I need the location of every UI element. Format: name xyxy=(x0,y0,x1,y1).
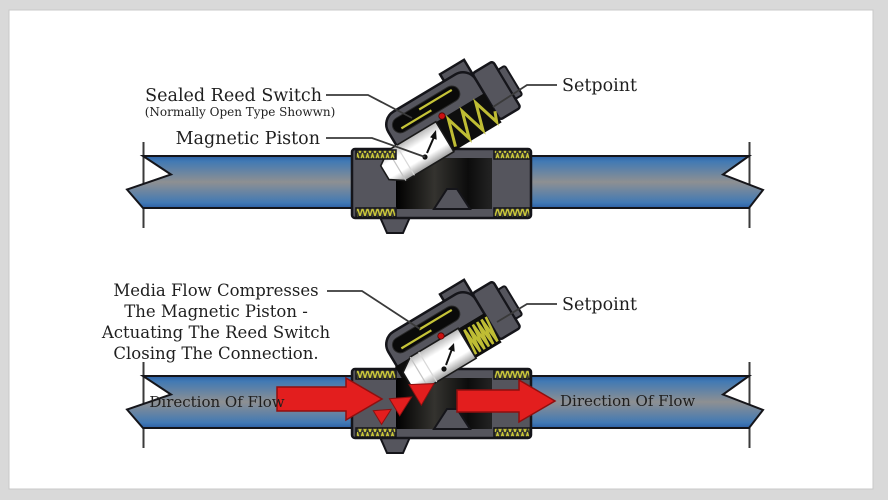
magnetic-piston-group xyxy=(402,327,478,388)
leader-description xyxy=(327,290,421,330)
description-line3: Actuating The Reed Switch xyxy=(101,323,331,342)
thread-strip xyxy=(355,149,397,160)
piston-bevel-line xyxy=(409,356,429,388)
description-line1: Media Flow Compresses xyxy=(113,281,318,300)
thread-strip xyxy=(493,369,531,380)
piston-motion-arrow xyxy=(426,136,435,154)
leader-setpoint-bottom xyxy=(496,303,557,323)
reed-blade-lower xyxy=(400,109,432,130)
valve-seat xyxy=(432,188,472,210)
thread-strip xyxy=(493,207,531,218)
flow-triangle xyxy=(408,383,435,407)
setpoint-indicator-dot xyxy=(438,112,446,120)
direction-of-flow-label-right: Direction Of Flow xyxy=(560,392,695,410)
description-line4: Closing The Connection. xyxy=(113,344,318,363)
description-line2: The Magnetic Piston - xyxy=(124,302,308,321)
flow-arrow-left xyxy=(276,376,384,422)
bottom-diagram: Media Flow Compresses The Magnetic Pisto… xyxy=(101,278,765,454)
direction-of-flow-label-left: Direction Of Flow xyxy=(149,393,284,411)
leader-magnetic-piston xyxy=(326,137,426,158)
flow-arrow-right xyxy=(456,378,557,424)
flow-triangles xyxy=(372,383,435,426)
reed-switch-slot xyxy=(391,85,461,134)
thread-strip xyxy=(355,427,397,438)
top-diagram: Sealed Reed Switch (Normally Open Type S… xyxy=(125,58,765,234)
piston-motion-arrow xyxy=(445,348,453,366)
thread-strip xyxy=(355,369,397,380)
piston-motion-arrowhead xyxy=(430,130,437,140)
setpoint-label-bottom: Setpoint xyxy=(562,295,637,315)
setpoint-label-top: Setpoint xyxy=(562,76,637,96)
magnetic-piston-label: Magnetic Piston xyxy=(176,129,320,149)
piston-motion-arrowhead xyxy=(448,343,455,352)
reed-blade-lower xyxy=(400,329,432,350)
thread-strip xyxy=(493,427,531,438)
reed-switch-label: Sealed Reed Switch xyxy=(145,86,322,106)
piston-ring-line xyxy=(395,145,415,176)
reed-switch-note-label: (Normally Open Type Showwn) xyxy=(145,105,336,119)
piston-ring-line xyxy=(418,351,438,383)
thread-strip xyxy=(355,207,397,218)
leader-setpoint-top xyxy=(492,84,557,108)
reed-blade-upper xyxy=(418,308,453,331)
leader-reed-switch xyxy=(326,94,413,119)
setpoint-cap-nub xyxy=(497,65,523,100)
thread-strip xyxy=(493,149,531,160)
reed-blade-upper xyxy=(418,88,453,111)
reed-switch-slot xyxy=(391,305,461,354)
setpoint-indicator-dot xyxy=(437,332,445,340)
spring-compressed xyxy=(463,316,499,355)
piston-arrow-dot xyxy=(441,366,447,372)
flow-triangle xyxy=(372,408,393,426)
flow-triangle xyxy=(388,396,413,417)
spring-extended xyxy=(445,98,499,147)
